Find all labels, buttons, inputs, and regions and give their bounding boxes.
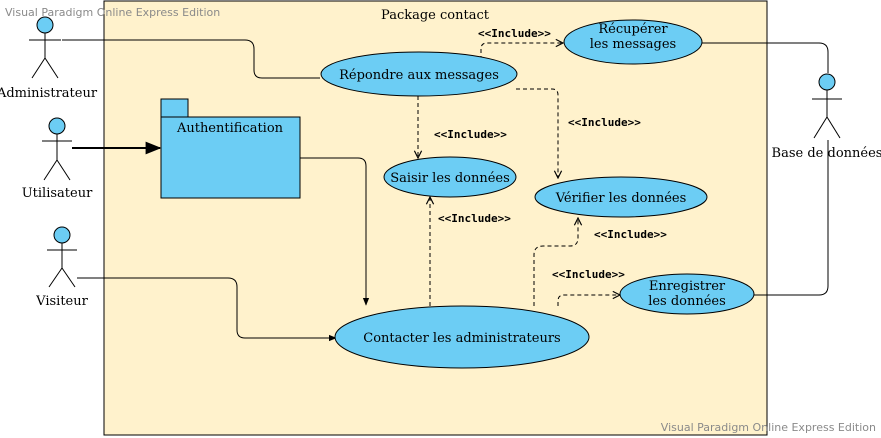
usecase-contacter-label: Contacter les administrateurs xyxy=(363,331,560,346)
usecase-verifier-label: Vérifier les données xyxy=(555,191,687,206)
include-repondre-recuperer[interactable] xyxy=(480,43,563,60)
package-authentification[interactable]: Authentification xyxy=(160,98,301,199)
usecase-saisir-label: Saisir les données xyxy=(390,171,510,186)
usecase-repondre[interactable]: Répondre aux messages xyxy=(320,51,518,97)
actor-administrateur-label: Administrateur xyxy=(0,86,98,101)
usecase-enregistrer[interactable]: Enregistrer les données xyxy=(619,273,755,315)
include-label: <<Include>> xyxy=(434,128,507,141)
usecase-recuperer-label-1: Récupérer xyxy=(598,22,668,37)
include-contacter-enregistrer[interactable] xyxy=(557,295,620,306)
usecase-enregistrer-label-2: les données xyxy=(648,294,726,309)
watermark-bottom: Visual Paradigm Online Express Edition xyxy=(661,421,876,434)
package-authentification-label: Authentification xyxy=(176,121,284,136)
include-label: <<Include>> xyxy=(568,116,641,129)
usecase-repondre-label: Répondre aux messages xyxy=(339,68,499,83)
actor-utilisateur[interactable] xyxy=(42,117,72,181)
actor-visiteur-label: Visiteur xyxy=(35,294,88,309)
actor-utilisateur-label: Utilisateur xyxy=(22,186,93,201)
package-title: Package contact xyxy=(381,8,490,23)
actor-base-de-donnees[interactable] xyxy=(812,73,842,139)
usecase-enregistrer-label-1: Enregistrer xyxy=(649,279,726,294)
actor-visiteur[interactable] xyxy=(47,226,77,288)
assoc-recuperer-base[interactable] xyxy=(702,42,829,73)
include-label: <<Include>> xyxy=(478,27,551,40)
include-repondre-verifier[interactable] xyxy=(516,88,558,178)
usecase-contacter[interactable]: Contacter les administrateurs xyxy=(334,305,590,369)
watermark-top: Visual Paradigm Online Express Edition xyxy=(5,6,220,19)
include-label: <<Include>> xyxy=(438,212,511,225)
usecase-recuperer-label-2: les messages xyxy=(590,37,676,52)
assoc-enregistrer-base[interactable] xyxy=(754,140,829,296)
usecase-recuperer[interactable]: Récupérer les messages xyxy=(563,19,703,65)
actor-base-label: Base de données xyxy=(772,146,881,161)
usecase-saisir[interactable]: Saisir les données xyxy=(383,156,517,198)
include-label: <<Include>> xyxy=(594,228,667,241)
include-label: <<Include>> xyxy=(552,268,625,281)
assoc-admin-repondre[interactable] xyxy=(62,39,320,79)
actor-administrateur[interactable] xyxy=(29,16,61,79)
usecase-verifier[interactable]: Vérifier les données xyxy=(534,176,708,218)
assoc-visiteur-contacter[interactable] xyxy=(77,277,337,342)
assoc-auth-contacter[interactable] xyxy=(300,157,370,306)
include-contacter-verifier[interactable] xyxy=(533,218,578,306)
